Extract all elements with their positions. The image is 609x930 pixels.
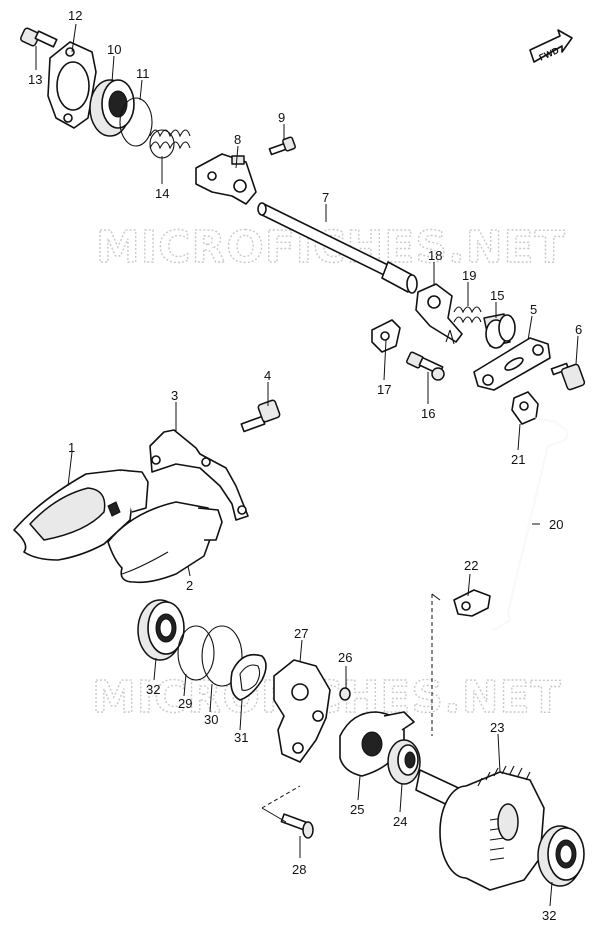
callout-28: 28 [292, 862, 306, 877]
callout-31: 31 [234, 730, 248, 745]
part-10-housing [89, 79, 135, 137]
callout-15: 15 [490, 288, 504, 303]
callout-20: 20 [549, 517, 563, 532]
part-3-bracket [149, 429, 249, 521]
part-27-plate [273, 659, 331, 763]
callout-17: 17 [377, 382, 391, 397]
part-8-bracket [195, 153, 257, 205]
callout-26: 26 [338, 650, 352, 665]
callout-5: 5 [530, 302, 537, 317]
callout-12: 12 [68, 8, 82, 23]
part-28-screw [280, 813, 314, 839]
callout-25: 25 [350, 802, 364, 817]
part-4-screw [240, 399, 281, 433]
callout-14: 14 [155, 186, 169, 201]
callout-7: 7 [322, 190, 329, 205]
part-20-rod [491, 417, 569, 631]
part-31-seal [230, 653, 267, 701]
part-26-pin [339, 687, 351, 701]
part-11-oring [119, 97, 153, 147]
part-12-gasket [47, 41, 97, 129]
callout-24: 24 [393, 814, 407, 829]
part-24-washer [387, 739, 421, 785]
callout-6: 6 [575, 322, 582, 337]
forward-arrow-icon: FWD [529, 29, 573, 63]
callout-10: 10 [107, 42, 121, 57]
callout-9: 9 [278, 110, 285, 125]
callout-3: 3 [171, 388, 178, 403]
part-9-screw [268, 136, 296, 156]
part-22-clip [453, 589, 491, 617]
part-1-valve [13, 469, 149, 561]
callout-27: 27 [294, 626, 308, 641]
callout-13: 13 [28, 72, 42, 87]
part-19-spring [445, 306, 482, 345]
callout-2: 2 [186, 578, 193, 593]
callout-numbers: 12 10 11 13 14 8 9 7 18 19 15 5 6 17 16 … [28, 8, 582, 923]
part-32-bearing-left [137, 599, 185, 661]
part-29-circlip [177, 625, 215, 681]
part-13-bolt [20, 27, 58, 48]
part-5-link-plate [473, 337, 551, 391]
callout-1: 1 [68, 440, 75, 455]
callout-32-left: 32 [146, 682, 160, 697]
callout-19: 19 [462, 268, 476, 283]
part-18-lever-plate [415, 283, 463, 343]
leader-lines [35, 23, 579, 907]
callout-21: 21 [511, 452, 525, 467]
part-32-bearing-right [537, 825, 585, 887]
part-17-plate [371, 319, 401, 353]
part-16-bolt [406, 351, 445, 381]
part-14-spring [149, 129, 191, 159]
part-7-shaft [257, 202, 418, 294]
callout-29: 29 [178, 696, 192, 711]
callout-22: 22 [464, 558, 478, 573]
callout-32-right: 32 [542, 908, 556, 923]
callout-8: 8 [234, 132, 241, 147]
callout-23: 23 [490, 720, 504, 735]
callout-16: 16 [421, 406, 435, 421]
part-6-bolt [550, 362, 586, 391]
part-15-collar [483, 313, 516, 349]
part-23-gear-shaft [415, 765, 545, 891]
part-30-oring [201, 625, 243, 687]
callout-4: 4 [264, 368, 271, 383]
part-21-clip [511, 391, 539, 425]
callout-30: 30 [204, 712, 218, 727]
callout-18: 18 [428, 248, 442, 263]
callout-11: 11 [136, 66, 150, 81]
part-2-valve [107, 501, 223, 584]
